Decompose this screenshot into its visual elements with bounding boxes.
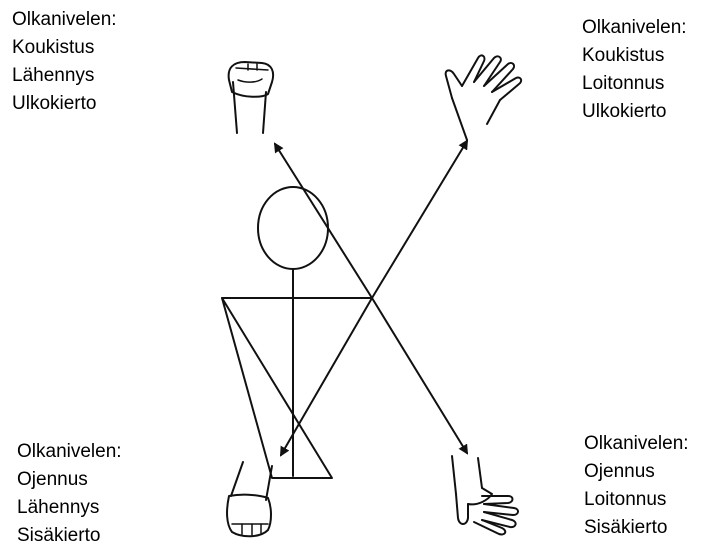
- arm-edge: [452, 98, 467, 140]
- arrow-to-top-left: [275, 144, 372, 298]
- arrow-to-top-right: [372, 141, 467, 298]
- thumb: [238, 79, 262, 82]
- arrow-to-bottom-left: [281, 298, 372, 455]
- arm-edge: [452, 456, 456, 494]
- finger-line: [236, 68, 268, 70]
- arm-edge: [266, 466, 272, 500]
- thumb: [446, 70, 462, 98]
- raised-fist-arm-icon: [229, 62, 273, 133]
- arm-edge: [487, 100, 500, 124]
- lowered-fist-arm-icon: [227, 462, 272, 536]
- lowered-open-hand-arm-icon: [452, 456, 518, 534]
- figure-hourglass-upper: [222, 298, 332, 478]
- arrow-to-bottom-right: [372, 298, 467, 453]
- arm-edge: [231, 462, 243, 496]
- figure-head: [258, 187, 328, 269]
- arm-edge: [478, 458, 482, 488]
- stick-figure-icon: [222, 187, 372, 478]
- arm-edge: [233, 82, 237, 133]
- arm-edge: [263, 92, 266, 133]
- raised-open-hand-arm-icon: [446, 55, 522, 140]
- thumb: [456, 494, 468, 524]
- finger: [474, 520, 505, 534]
- finger: [492, 78, 521, 100]
- finger-line: [242, 524, 261, 535]
- fist: [227, 495, 271, 537]
